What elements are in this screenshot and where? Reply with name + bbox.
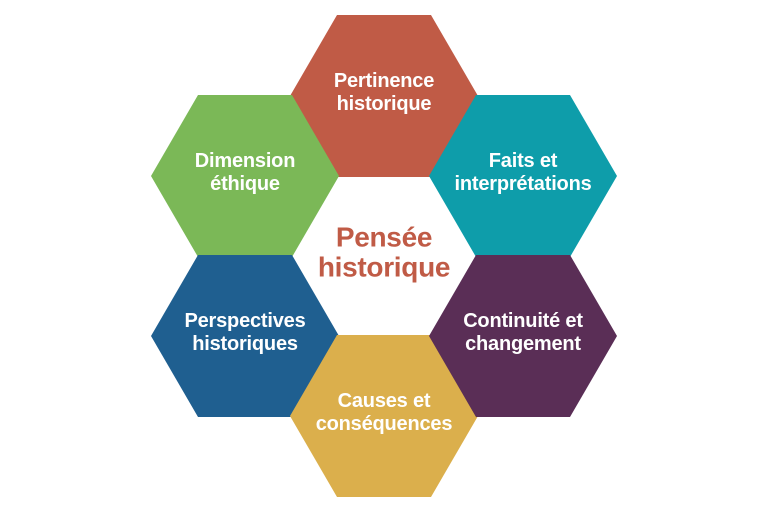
label-faits-line2: interprétations	[454, 173, 591, 195]
hexagon-continuite-et-changement	[429, 255, 617, 417]
label-perspectives-line2: historiques	[192, 333, 298, 355]
center-title-line1: Pensée	[336, 222, 432, 253]
label-causes-line1: Causes et	[338, 390, 431, 412]
label-continuite-line2: changement	[465, 333, 581, 355]
hexagon-perspectives-historiques	[151, 255, 339, 417]
label-perspectives-line1: Perspectives	[184, 310, 305, 332]
label-dimension-line2: éthique	[210, 173, 280, 195]
label-dimension-line1: Dimension	[195, 150, 295, 172]
label-causes-line2: conséquences	[316, 413, 453, 435]
label-pertinence-line1: Pertinence	[334, 70, 434, 92]
hexagon-faits-et-interpretations	[429, 95, 617, 257]
label-continuite-line1: Continuité et	[463, 310, 583, 332]
hexagon-pertinence-historique	[290, 15, 478, 177]
label-pertinence-line2: historique	[337, 93, 432, 115]
center-title-line2: historique	[318, 252, 450, 283]
hexagon-causes-et-consequences	[290, 335, 478, 497]
hexagon-dimension-ethique	[151, 95, 339, 257]
label-faits-line1: Faits et	[489, 150, 558, 172]
